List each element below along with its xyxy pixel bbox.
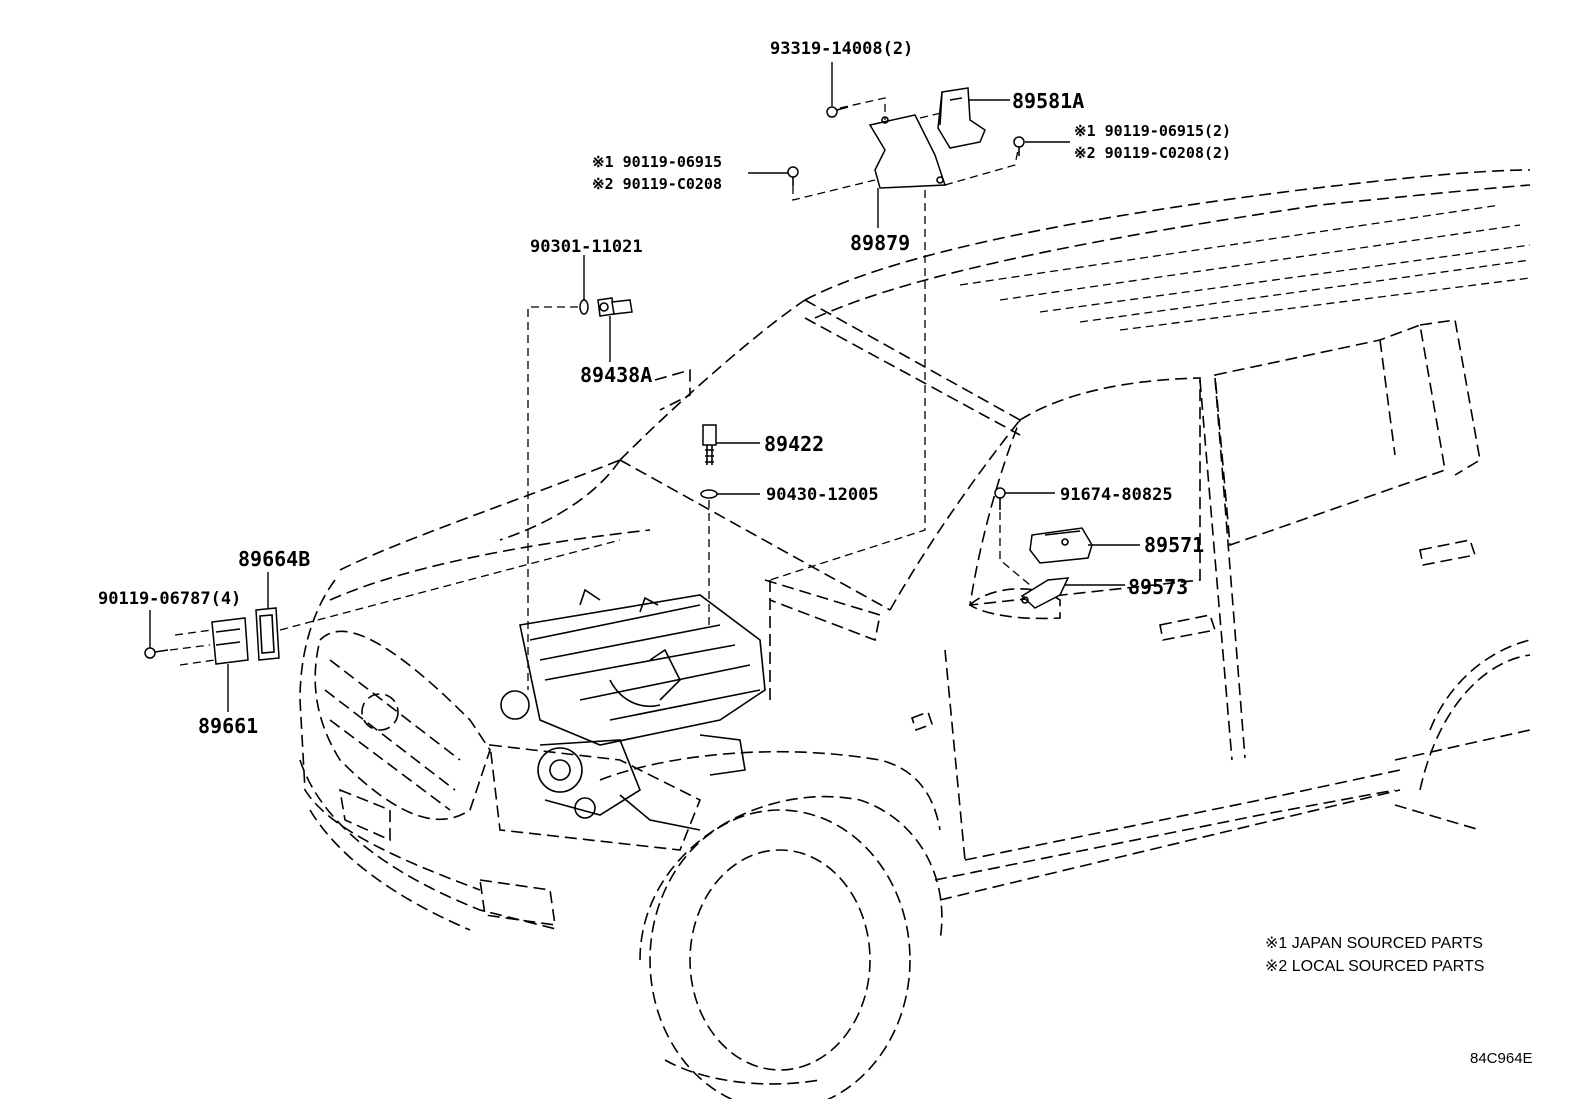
label-89581A: 89581A [1012, 89, 1084, 113]
sensor-89422-shape [702, 424, 717, 465]
guide-line [792, 179, 876, 201]
label-89664B: 89664B [238, 547, 310, 571]
legend-note-1: ※1 JAPAN SOURCED PARTS [1265, 935, 1483, 952]
drawing-code: 84C964E [1470, 1050, 1533, 1067]
leader-lines [149, 62, 1140, 712]
engine-assembly [500, 588, 766, 831]
label-89571: 89571 [1144, 533, 1204, 557]
label-89573: 89573 [1128, 575, 1188, 599]
bolt-91674 [994, 487, 1006, 510]
guide-line [174, 629, 213, 636]
label-89661: 89661 [198, 714, 258, 738]
label-right-bolt-1: ※1 90119-06915(2) [1074, 122, 1231, 140]
oring-90301 [579, 299, 589, 315]
bolt-93319 [826, 106, 849, 118]
guide-line [839, 97, 886, 120]
bolt-right-90119 [1013, 136, 1025, 156]
bracket-89879-shape [868, 114, 947, 189]
bolt-left-90119 [787, 166, 799, 186]
label-90119-06787: 90119-06787(4) [98, 589, 241, 609]
module-89571-shape [1029, 527, 1093, 564]
label-89438A: 89438A [580, 363, 652, 387]
module-89581A-shape [937, 87, 986, 149]
guide-line [919, 111, 946, 119]
guide-line [527, 306, 578, 690]
guide-line [944, 149, 1019, 186]
label-left-bolt-2: ※2 90119-C0208 [592, 175, 722, 193]
guide-line [169, 644, 211, 651]
frame-89664B-shape [255, 607, 280, 661]
guide-line [769, 190, 926, 581]
bracket-89661-shape [211, 617, 249, 665]
guide-line [179, 659, 216, 666]
bracket-89573-shape [1020, 577, 1070, 609]
label-left-bolt-1: ※1 90119-06915 [592, 153, 722, 171]
label-89879: 89879 [850, 231, 910, 255]
gasket-90430 [700, 489, 718, 499]
guide-line [999, 512, 1031, 586]
legend: ※1 JAPAN SOURCED PARTS ※2 LOCAL SOURCED … [1265, 935, 1484, 975]
label-90301: 90301-11021 [530, 237, 643, 257]
label-90430: 90430-12005 [766, 485, 879, 505]
label-93319: 93319-14008(2) [770, 39, 913, 59]
bolt-90119-06787 [144, 647, 169, 659]
label-right-bolt-2: ※2 90119-C0208(2) [1074, 144, 1231, 162]
legend-note-2: ※2 LOCAL SOURCED PARTS [1265, 958, 1484, 975]
label-89422: 89422 [764, 432, 824, 456]
sensor-89438A-shape [597, 297, 633, 317]
vehicle-outline [299, 169, 1531, 1104]
label-91674: 91674-80825 [1060, 485, 1173, 505]
guide-line [279, 539, 621, 631]
